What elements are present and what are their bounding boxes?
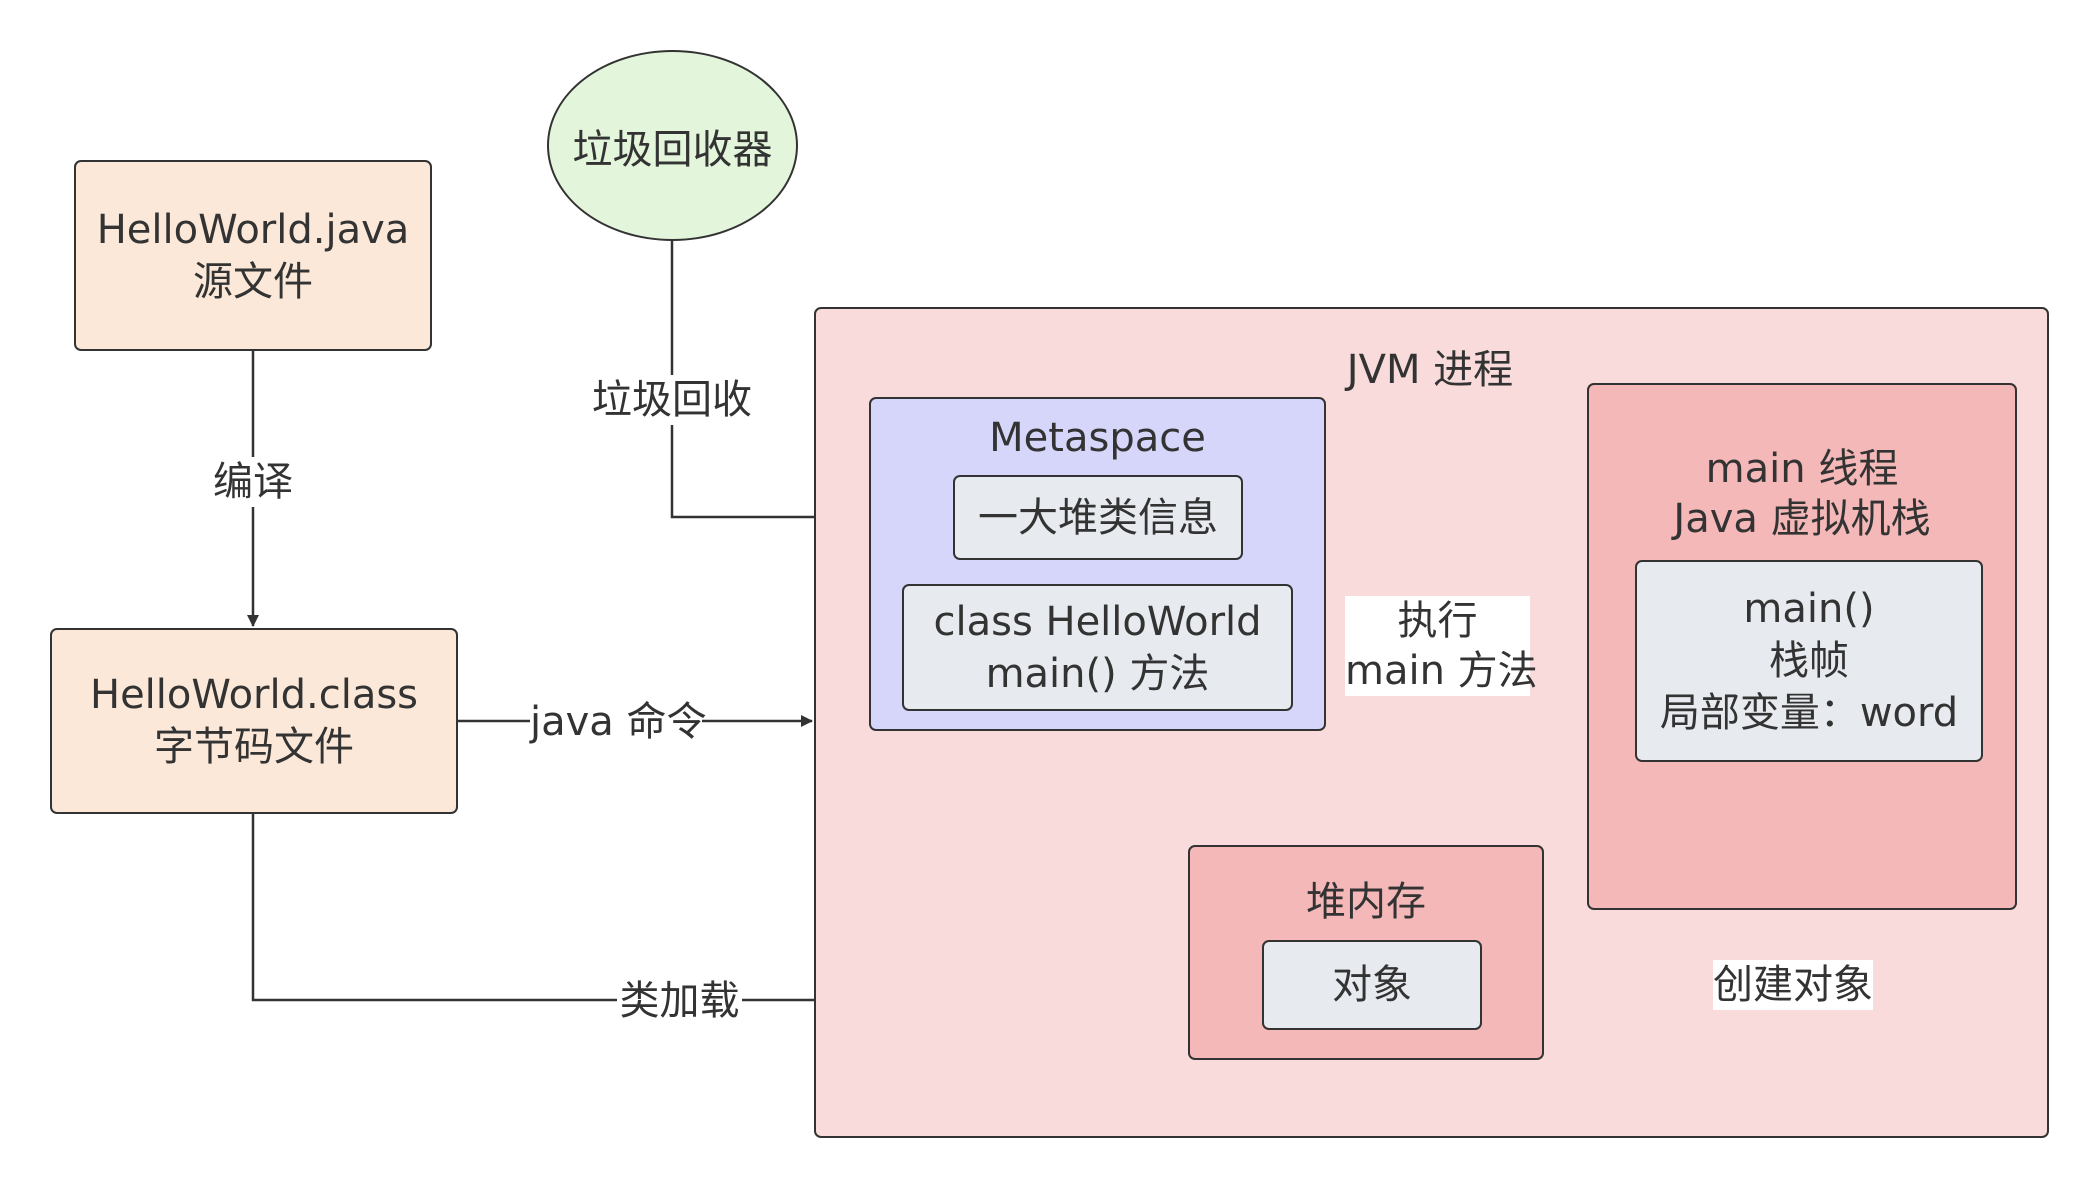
class-load-label: 类加载: [617, 976, 742, 1026]
source-file-name: HelloWorld.java: [96, 206, 410, 253]
heap-title: 堆内存: [1306, 879, 1426, 925]
gc-node: 垃圾回收器: [547, 50, 798, 241]
class-info-label: 一大堆类信息: [978, 494, 1218, 541]
source-file-caption: 源文件: [193, 258, 313, 305]
class-helloworld-box: class HelloWorld main() 方法: [902, 584, 1293, 711]
execute-label-line2: main 方法: [1345, 648, 1538, 694]
execute-label: 执行 main 方法: [1345, 596, 1538, 696]
main-thread-title: main 线程 Java 虚拟机栈: [1587, 444, 2017, 544]
gc-label: 垃圾回收器: [572, 126, 773, 173]
create-object-label: 创建对象: [1713, 960, 1873, 1010]
gc-collect-label: 垃圾回收: [592, 375, 752, 425]
execute-label-line1: 执行: [1397, 598, 1478, 644]
class-info-box: 一大堆类信息: [953, 475, 1243, 560]
compile-label: 编译: [208, 457, 298, 507]
jvm-process-title: JVM 进程: [1346, 347, 1514, 393]
frame-method-label: main(): [1743, 586, 1875, 632]
class-helloworld-label: class HelloWorld: [933, 598, 1262, 645]
class-file-caption: 字节码文件: [154, 724, 354, 770]
main-method-label: main() 方法: [985, 650, 1210, 697]
stack-frame-box: main() 栈帧 局部变量：word: [1635, 560, 1983, 762]
object-label: 对象: [1332, 962, 1412, 1008]
object-box: 对象: [1262, 940, 1482, 1030]
jvm-stack-label: Java 虚拟机栈: [1673, 496, 1931, 542]
frame-local-variable: 局部变量：word: [1659, 690, 1959, 736]
source-file-node: HelloWorld.java 源文件: [74, 160, 432, 351]
class-file-node: HelloWorld.class 字节码文件: [50, 628, 458, 814]
metaspace-title: Metaspace: [989, 415, 1206, 461]
java-command-label: java 命令: [530, 697, 707, 747]
frame-caption: 栈帧: [1769, 638, 1849, 684]
class-file-name: HelloWorld.class: [89, 672, 419, 718]
main-thread-label: main 线程: [1705, 446, 1899, 492]
